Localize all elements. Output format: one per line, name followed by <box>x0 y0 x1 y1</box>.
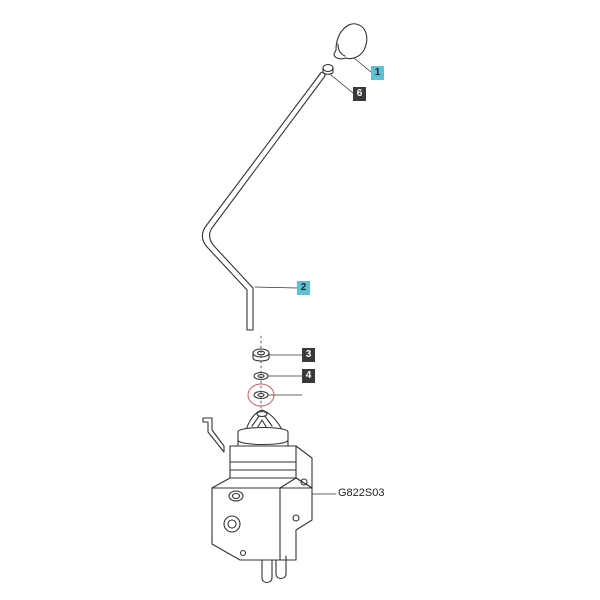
callout-4[interactable]: 4 <box>302 369 315 383</box>
callout-6[interactable]: 6 <box>353 87 366 101</box>
drawing-code-label: G822S03 <box>338 487 385 499</box>
control-valve[interactable] <box>202 409 313 584</box>
leader-lines <box>254 57 372 495</box>
callout-2[interactable]: 2 <box>297 281 310 295</box>
lever-knob[interactable] <box>333 23 368 60</box>
callout-3[interactable]: 3 <box>302 348 315 362</box>
lever-rod[interactable] <box>201 71 326 331</box>
callout-1[interactable]: 1 <box>371 66 384 80</box>
